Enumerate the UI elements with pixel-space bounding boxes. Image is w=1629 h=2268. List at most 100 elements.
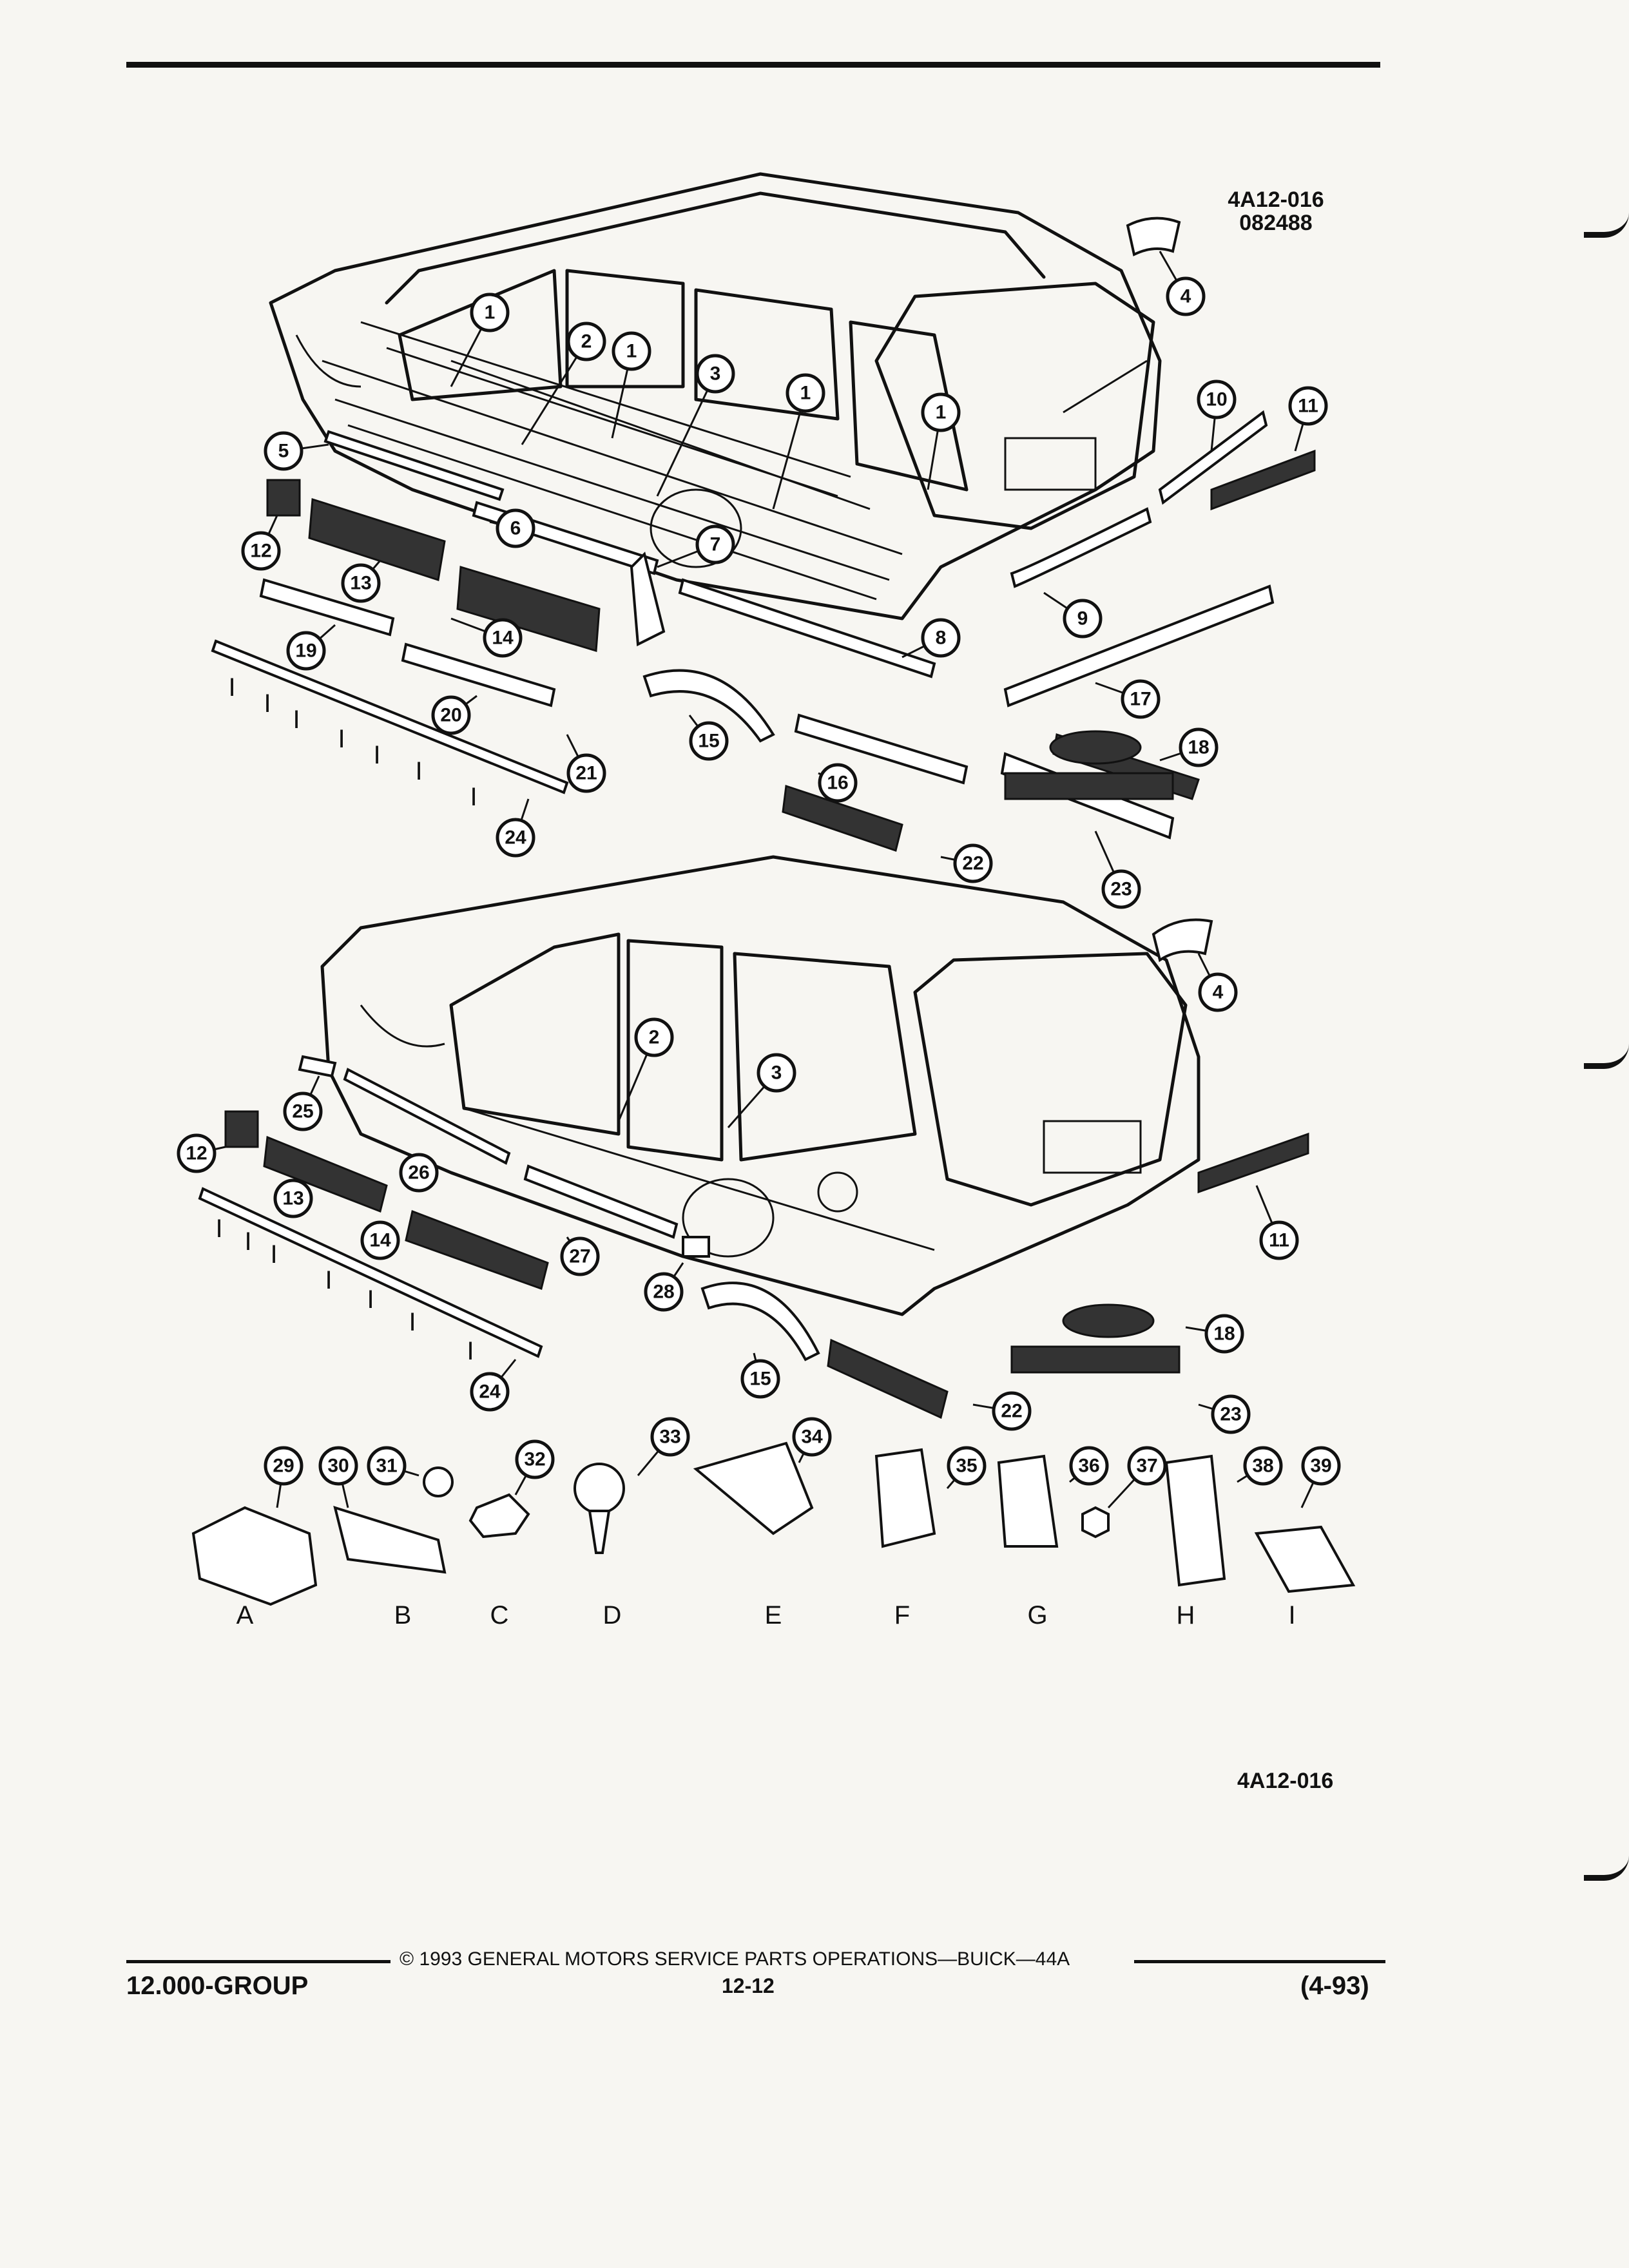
callout-number: 14 — [492, 628, 514, 649]
letter-H: H — [1177, 1601, 1195, 1629]
callout-number: 16 — [827, 773, 848, 794]
callout-1: 1 — [450, 293, 510, 387]
callout-number: 6 — [510, 518, 521, 539]
callout-number: 15 — [749, 1369, 771, 1390]
callout-number: 38 — [1252, 1456, 1273, 1477]
callout-number: 2 — [649, 1027, 660, 1048]
callout-circle — [470, 1372, 510, 1412]
callout-circle — [1259, 1220, 1299, 1260]
callout-circle — [431, 695, 471, 735]
letter-A: A — [236, 1601, 254, 1629]
callout-1: 1 — [772, 373, 825, 510]
callout-number: 18 — [1213, 1323, 1235, 1345]
callout-number: 24 — [505, 827, 526, 849]
callout-number: 23 — [1110, 879, 1132, 900]
callout-number: 13 — [350, 573, 371, 594]
svg-text:I: I — [270, 1240, 277, 1269]
top-rule — [126, 62, 1380, 68]
callout-6: 6 — [489, 508, 535, 548]
callout-number: 12 — [186, 1143, 207, 1164]
footer-copyright: © 1993 GENERAL MOTORS SERVICE PARTS OPER… — [400, 1948, 1070, 1970]
callout-number: 5 — [278, 441, 289, 462]
callout-circle — [566, 753, 606, 793]
callout-number: 13 — [282, 1188, 304, 1209]
callout-number: 37 — [1136, 1456, 1157, 1477]
callout-13: 13 — [273, 1178, 313, 1218]
callout-16: 16 — [818, 763, 858, 803]
callout-circle — [264, 1446, 304, 1486]
svg-text:I: I — [409, 1308, 416, 1336]
binder-hole-mark — [1584, 1044, 1629, 1069]
callout-20: 20 — [431, 695, 477, 735]
callout-leader-line — [656, 373, 717, 497]
footer-rule-left — [126, 1960, 390, 1963]
callout-circle — [1243, 1446, 1283, 1486]
callout-circle — [241, 531, 281, 571]
callout-number: 23 — [1220, 1404, 1241, 1425]
binder-hole-mark — [1584, 1856, 1629, 1881]
callout-number: 4 — [1213, 982, 1224, 1003]
callout-number: 30 — [327, 1456, 349, 1477]
footer-revision: (4-93) — [1300, 1972, 1369, 2000]
callout-circle — [689, 721, 729, 761]
letter-C: C — [490, 1601, 509, 1629]
callout-circle — [1127, 1446, 1167, 1486]
callout-circle — [515, 1439, 555, 1479]
callout-33: 33 — [637, 1417, 690, 1476]
callout-circle — [786, 373, 825, 413]
callout-number: 35 — [956, 1456, 977, 1477]
lower-trim-parts — [198, 918, 1309, 1419]
callout-2: 2 — [521, 322, 606, 445]
callout-26: 26 — [399, 1153, 439, 1193]
callout-31: 31 — [367, 1446, 419, 1486]
svg-text:I: I — [215, 1215, 222, 1243]
svg-text:I: I — [470, 783, 477, 811]
callout-circle — [496, 508, 535, 548]
figure-code-block: 4A12-016 082488 — [1211, 188, 1340, 235]
callout-24: 24 — [496, 798, 535, 858]
letter-I: I — [1288, 1601, 1295, 1629]
letter-F: F — [894, 1601, 910, 1629]
callout-23: 23 — [1094, 831, 1141, 909]
callout-27: 27 — [560, 1236, 600, 1276]
callout-12: 12 — [241, 515, 281, 571]
callout-circle — [644, 1272, 684, 1312]
upper-trim-parts — [211, 216, 1316, 852]
callout-1: 1 — [921, 392, 961, 490]
callout-number: 1 — [485, 302, 496, 323]
callout-circle — [273, 1178, 313, 1218]
letter-G: G — [1027, 1601, 1047, 1629]
callout-39: 39 — [1300, 1446, 1341, 1508]
callout-8: 8 — [901, 618, 961, 658]
callout-9: 9 — [1043, 591, 1103, 639]
callout-circle — [695, 354, 735, 394]
callout-circle — [695, 524, 735, 564]
lower-wagon-body — [320, 855, 1200, 1316]
callout-number: 1 — [936, 402, 947, 423]
callout-circle — [1179, 727, 1219, 767]
callout-number: 18 — [1188, 737, 1209, 758]
callout-number: 12 — [250, 541, 271, 562]
callout-number: 22 — [1001, 1401, 1022, 1422]
callout-30: 30 — [318, 1446, 358, 1508]
callout-number: 11 — [1298, 396, 1318, 417]
callout-circle — [360, 1220, 400, 1260]
callout-29: 29 — [264, 1446, 304, 1508]
callout-number: 9 — [1077, 608, 1088, 629]
callout-number: 14 — [369, 1230, 391, 1251]
callout-38: 38 — [1237, 1446, 1283, 1486]
callout-circle — [1063, 599, 1103, 639]
callout-circle — [792, 1417, 832, 1457]
svg-text:I: I — [244, 1227, 251, 1256]
callout-circle — [1198, 972, 1238, 1012]
footer-page-number: 12-12 — [722, 1974, 775, 1997]
callout-circle — [286, 631, 326, 671]
callout-22: 22 — [940, 843, 993, 883]
callout-number: 4 — [1181, 286, 1191, 307]
svg-text:I: I — [367, 1285, 374, 1314]
callout-circle — [1197, 380, 1237, 419]
callout-25: 25 — [283, 1075, 323, 1131]
